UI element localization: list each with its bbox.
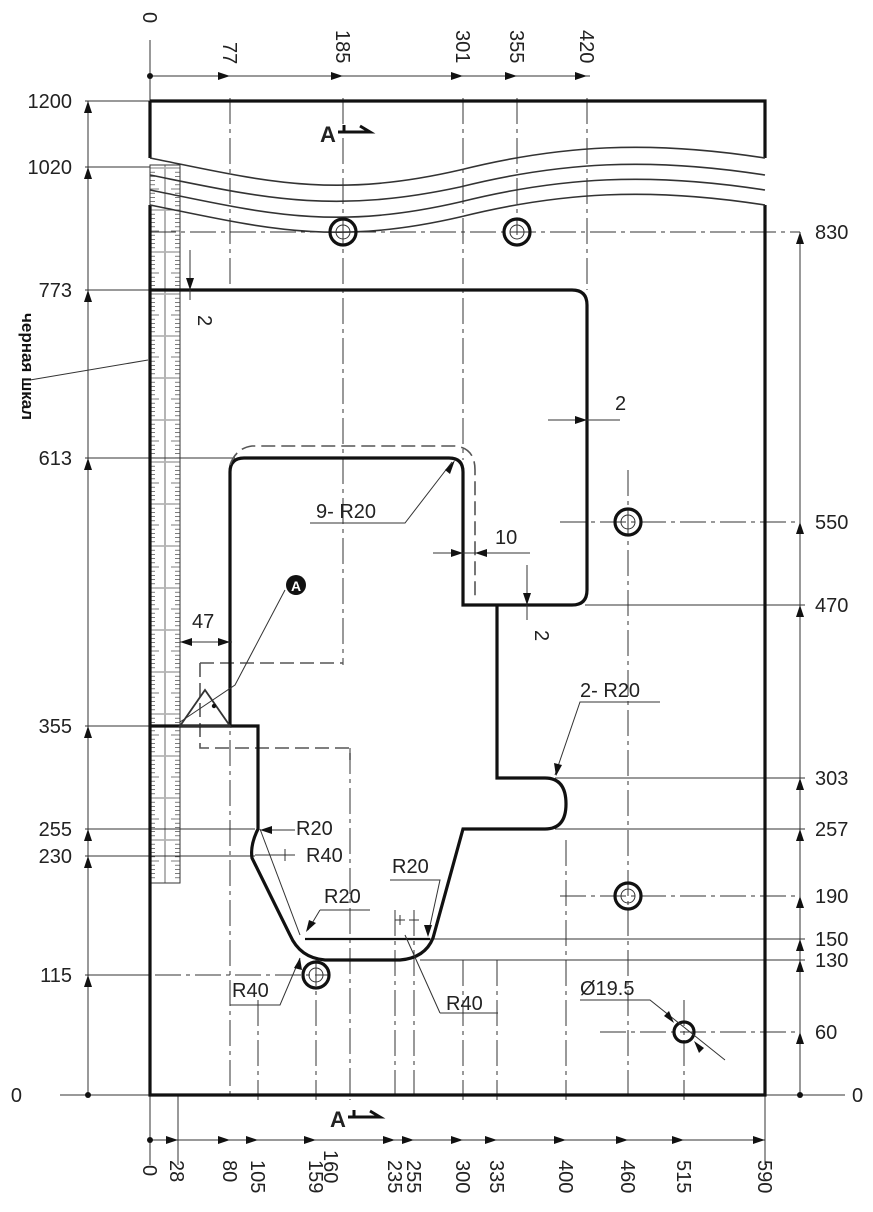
dimension-arrows (84, 72, 804, 1144)
bottom-dim-590: 590 (753, 1160, 775, 1193)
radius-9-r20: 9- R20 (316, 501, 376, 523)
bottom-dim-160: 160 (319, 1150, 341, 1183)
left-dim-0: 0 (11, 1085, 22, 1107)
bottom-dim-28: 28 (165, 1160, 187, 1182)
hole-top-right (502, 217, 532, 247)
dim-10: 10 (495, 527, 517, 549)
gap-2-left: 2 (193, 315, 215, 326)
callout-marker: A (286, 575, 306, 595)
left-dimension-labels: 1200 1020 773 613 355 255 230 115 0 (11, 91, 72, 1107)
dim-47: 47 (192, 611, 214, 633)
bottom-dim-460: 460 (616, 1160, 638, 1193)
gap-2-right: 2 (615, 393, 626, 415)
right-dim-830: 830 (815, 222, 848, 244)
right-dim-150: 150 (815, 929, 848, 951)
radius-r20-b: R20 (324, 886, 361, 908)
cutout-profile (150, 288, 589, 962)
bottom-dim-105: 105 (246, 1160, 268, 1193)
hole-bottom-left (301, 960, 331, 990)
bottom-dimension-labels: 0 28 80 105 159 160 235 255 300 335 400 … (138, 1150, 775, 1193)
bottom-dim-235: 235 (383, 1160, 405, 1193)
center-lines (150, 98, 800, 1100)
radius-r40-b: R40 (232, 980, 269, 1002)
right-dim-470: 470 (815, 595, 848, 617)
bottom-dim-400: 400 (554, 1160, 576, 1193)
top-dim-185: 185 (331, 30, 353, 63)
radius-r20-c: R20 (392, 856, 429, 878)
right-dim-550: 550 (815, 512, 848, 534)
left-dim-1020: 1020 (28, 157, 73, 179)
right-dim-303: 303 (815, 768, 848, 790)
top-dim-0: 0 (138, 12, 160, 23)
right-dim-0: 0 (852, 1085, 863, 1107)
right-dim-190: 190 (815, 886, 848, 908)
bottom-dim-80: 80 (218, 1160, 240, 1182)
bottom-dim-300: 300 (451, 1160, 473, 1193)
left-dim-773: 773 (39, 280, 72, 302)
diameter-label: Ø19.5 (580, 978, 634, 1000)
bottom-dim-0: 0 (138, 1165, 160, 1176)
left-dim-613: 613 (39, 448, 72, 470)
hole-top-left (328, 217, 358, 247)
part-outline (148, 99, 767, 1097)
left-dim-230: 230 (39, 846, 72, 868)
radius-r40-a: R40 (306, 845, 343, 867)
top-dim-301: 301 (451, 30, 473, 63)
mounting-holes (301, 217, 696, 1044)
right-dim-130: 130 (815, 950, 848, 972)
right-dimension-labels: 830 550 470 303 257 190 150 130 60 0 (815, 222, 863, 1107)
radius-r40-c: R40 (446, 993, 483, 1015)
callout-leaders (29, 250, 726, 1061)
ruler-label: черная шкал (18, 313, 37, 420)
section-mark-top: A (320, 122, 336, 147)
section-mark-bottom: A (330, 1107, 346, 1132)
top-dim-77: 77 (218, 42, 240, 64)
bottom-dim-335: 335 (485, 1160, 507, 1193)
top-dim-355: 355 (505, 30, 527, 63)
radius-r20-a: R20 (296, 818, 333, 840)
hole-right-lower (613, 881, 643, 911)
hole-small (672, 1020, 696, 1044)
left-dim-115: 115 (40, 965, 72, 987)
top-dim-420: 420 (575, 30, 597, 63)
ruler-scale (149, 164, 181, 884)
section-marks: A A (320, 122, 386, 1132)
left-dim-255: 255 (39, 819, 72, 841)
gap-2-bottom: 2 (530, 630, 552, 641)
bottom-dim-255: 255 (402, 1160, 424, 1193)
hole-right-upper (613, 507, 643, 537)
radius-2-r20: 2- R20 (580, 680, 640, 702)
callout-letter: A (291, 578, 301, 594)
bottom-dim-159: 159 (304, 1160, 326, 1193)
top-dimension-labels: 0 77 185 301 355 420 (138, 12, 597, 64)
annotation-texts: 2 2 2 10 47 9- R20 2- R20 R20 R40 R20 R2… (192, 315, 640, 1015)
left-dim-1200: 1200 (28, 91, 73, 113)
right-dim-60: 60 (815, 1022, 837, 1044)
left-dim-355: 355 (39, 716, 72, 738)
right-dim-257: 257 (815, 819, 848, 841)
bottom-dim-515: 515 (672, 1160, 694, 1193)
